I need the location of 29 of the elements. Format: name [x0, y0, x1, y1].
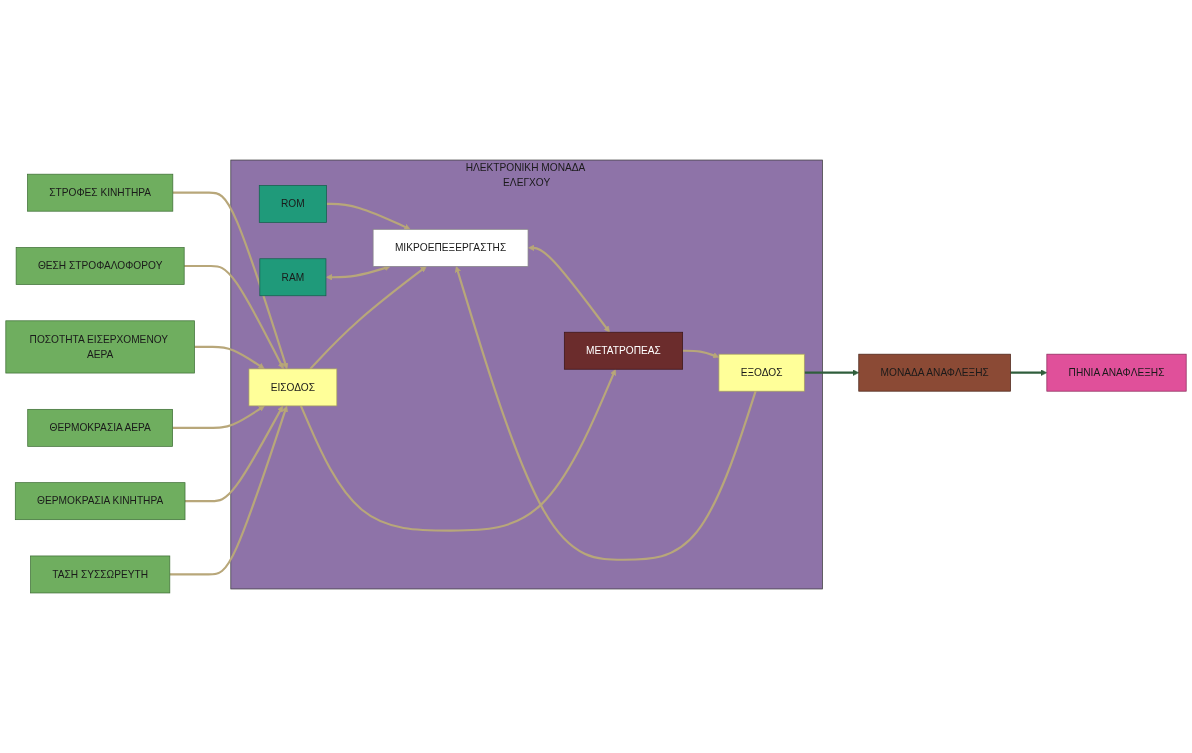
node-box: ΜΕΤΑΤΡΟΠΕΑΣ [563, 331, 683, 370]
node-box: ΕΞΟΔΟΣ [718, 353, 805, 392]
node-box: ΜΙΚΡΟΕΠΕΞΕΡΓΑΣΤΗΣ [372, 229, 529, 267]
node-box: ΣΤΡΟΦΕΣ ΚΙΝΗΤΗΡΑ [27, 173, 174, 212]
arrow [185, 405, 284, 503]
node-box: ROM [258, 185, 327, 223]
arrow [194, 345, 265, 370]
arrow [1010, 369, 1048, 376]
node-box: ΘΕΡΜΟΚΡΑΣΙΑ ΑΕΡΑ [27, 408, 173, 447]
arrow [184, 264, 284, 370]
node-box: ΤΑΣΗ ΣΥΣΣΩΡΕΥΤΗ [30, 555, 171, 594]
node-box: ΘΕΣΗ ΣΤΡΟΦΑΛΟΦΟΡΟΥ [15, 247, 185, 285]
node-box: ΠΟΣΟΤΗΤΑ ΕΙΣΕΡΧΟΜΕΝΟΥ ΑΕΡΑ [5, 320, 195, 374]
arrow [454, 266, 757, 561]
arrow [325, 265, 391, 281]
node-box: ΕΙΣΟΔΟΣ [248, 368, 338, 407]
arrow [172, 191, 289, 370]
arrow [169, 405, 288, 576]
arrow [299, 368, 617, 532]
arrow [682, 349, 720, 359]
arrow [528, 244, 610, 333]
arrow [326, 202, 411, 230]
node-box: RAM [259, 258, 327, 297]
arrow [172, 405, 265, 429]
node-box: ΠΗΝΙΑ ΑΝΑΦΛΕΞΗΣ [1046, 353, 1187, 392]
node-box: ΜΟΝΑΔΑ ΑΝΑΦΛΕΞΗΣ [858, 353, 1011, 392]
arrow [804, 369, 860, 376]
node-box: ΘΕΡΜΟΚΡΑΣΙΑ ΚΙΝΗΤΗΡΑ [14, 482, 186, 521]
arrow [309, 266, 427, 370]
